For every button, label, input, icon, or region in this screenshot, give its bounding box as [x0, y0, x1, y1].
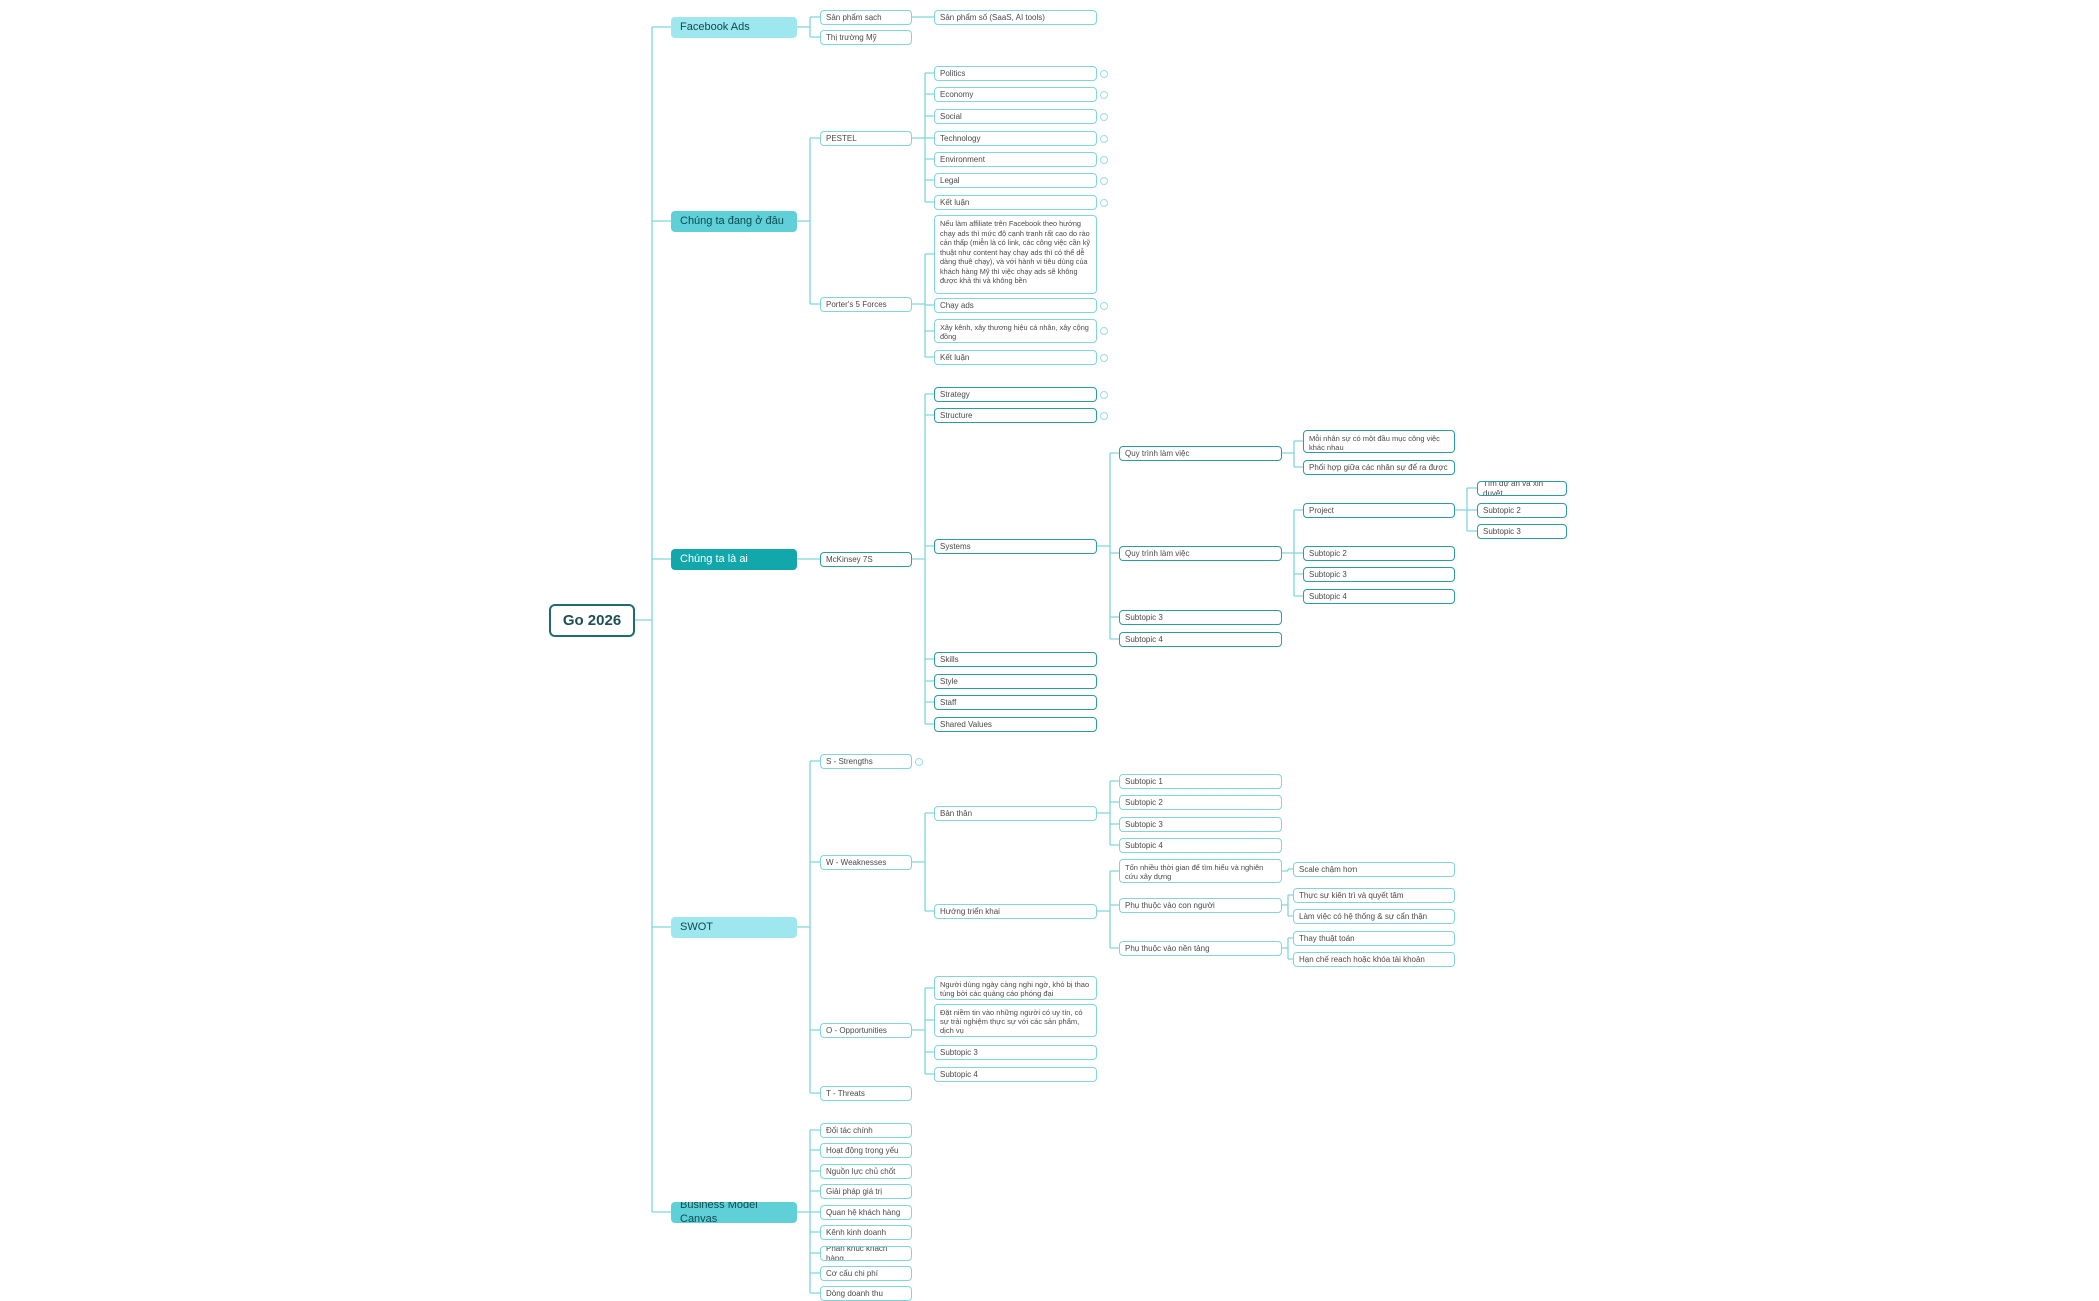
slower-scale[interactable]: Scale chậm hơn	[1293, 862, 1455, 877]
porters-build-brand[interactable]: Xây kênh, xây thương hiệu cá nhân, xây c…	[934, 319, 1097, 343]
pestel[interactable]: PESTEL	[820, 131, 912, 146]
collapse-toggle-icon[interactable]	[915, 758, 923, 766]
seven-s-strategy[interactable]: Strategy	[934, 387, 1097, 402]
systems-subtopic-3[interactable]: Subtopic 3	[1119, 610, 1282, 625]
topic-where-are-we[interactable]: Chúng ta đang ở đâu	[671, 211, 797, 232]
seven-s-shared-values[interactable]: Shared Values	[934, 717, 1097, 732]
collapse-toggle-icon[interactable]	[1100, 412, 1108, 420]
collapse-toggle-icon[interactable]	[1100, 199, 1108, 207]
topic-who-are-we[interactable]: Chúng ta là ai	[671, 549, 797, 570]
project-subtopic-2[interactable]: Subtopic 2	[1477, 503, 1567, 518]
bmc-channels[interactable]: Kênh kinh doanh	[820, 1225, 912, 1240]
opp-subtopic-4[interactable]: Subtopic 4	[934, 1067, 1097, 1082]
project-find-approve[interactable]: Tìm dự án và xin duyệt	[1477, 481, 1567, 496]
collapse-toggle-icon[interactable]	[1100, 113, 1108, 121]
systematic-work[interactable]: Làm việc có hệ thống & sự cẩn thận	[1293, 909, 1455, 924]
fb-us-market[interactable]: Thị trường Mỹ	[820, 30, 912, 45]
self-subtopic-2[interactable]: Subtopic 2	[1119, 795, 1282, 810]
mckinsey-7s[interactable]: McKinsey 7S	[820, 552, 912, 567]
pestel-social[interactable]: Social	[934, 109, 1097, 124]
seven-s-structure[interactable]: Structure	[934, 408, 1097, 423]
fb-digital-product[interactable]: Sản phẩm số (SaaS, AI tools)	[934, 10, 1097, 25]
collapse-toggle-icon[interactable]	[1100, 70, 1108, 78]
self-subtopic-1[interactable]: Subtopic 1	[1119, 774, 1282, 789]
collapse-toggle-icon[interactable]	[1100, 327, 1108, 335]
bmc-cost-structure[interactable]: Cơ cấu chi phí	[820, 1266, 912, 1281]
algorithm-change[interactable]: Thay thuật toán	[1293, 931, 1455, 946]
process2-subtopic-3[interactable]: Subtopic 3	[1303, 567, 1455, 582]
direction-depends-people[interactable]: Phụ thuộc vào con người	[1119, 898, 1282, 913]
process1-each-staff[interactable]: Mỗi nhân sự có một đầu mục công việc khá…	[1303, 430, 1455, 453]
porters-analysis-note[interactable]: Nếu làm affiliate trên Facebook theo hướ…	[934, 215, 1097, 294]
bmc-key-resources[interactable]: Nguồn lực chủ chốt	[820, 1164, 912, 1179]
systems-process-1[interactable]: Quy trình làm việc	[1119, 446, 1282, 461]
bmc-key-activities[interactable]: Hoạt động trọng yếu	[820, 1143, 912, 1158]
bmc-key-partners[interactable]: Đối tác chính	[820, 1123, 912, 1138]
seven-s-staff[interactable]: Staff	[934, 695, 1097, 710]
bmc-customer-segments[interactable]: Phân khúc khách hàng	[820, 1246, 912, 1261]
topic-swot[interactable]: SWOT	[671, 917, 797, 938]
collapse-toggle-icon[interactable]	[1100, 354, 1108, 362]
weak-self[interactable]: Bản thân	[934, 806, 1097, 821]
swot-weaknesses[interactable]: W - Weaknesses	[820, 855, 912, 870]
seven-s-skills[interactable]: Skills	[934, 652, 1097, 667]
process2-subtopic-2[interactable]: Subtopic 2	[1303, 546, 1455, 561]
systems-subtopic-4[interactable]: Subtopic 4	[1119, 632, 1282, 647]
self-subtopic-3[interactable]: Subtopic 3	[1119, 817, 1282, 832]
pestel-environment[interactable]: Environment	[934, 152, 1097, 167]
self-subtopic-4[interactable]: Subtopic 4	[1119, 838, 1282, 853]
direction-time-consuming[interactable]: Tốn nhiều thời gian để tìm hiểu và nghiê…	[1119, 859, 1282, 883]
bmc-revenue-streams[interactable]: Dòng doanh thu	[820, 1286, 912, 1301]
process2-project[interactable]: Project	[1303, 503, 1455, 518]
fb-clean-product[interactable]: Sản phẩm sạch	[820, 10, 912, 25]
opp-skeptical-users[interactable]: Người dùng ngày càng nghi ngờ, khó bị th…	[934, 976, 1097, 1000]
collapse-toggle-icon[interactable]	[1100, 391, 1108, 399]
seven-s-systems[interactable]: Systems	[934, 539, 1097, 554]
project-subtopic-3[interactable]: Subtopic 3	[1477, 524, 1567, 539]
root-topic[interactable]: Go 2026	[549, 604, 635, 637]
swot-strengths[interactable]: S - Strengths	[820, 754, 912, 769]
bmc-customer-relations[interactable]: Quan hệ khách hàng	[820, 1205, 912, 1220]
opp-subtopic-3[interactable]: Subtopic 3	[934, 1045, 1097, 1060]
systems-process-2[interactable]: Quy trình làm việc	[1119, 546, 1282, 561]
collapse-toggle-icon[interactable]	[1100, 302, 1108, 310]
persistence[interactable]: Thực sự kiên trì và quyết tâm	[1293, 888, 1455, 903]
porters-run-ads[interactable]: Chạy ads	[934, 298, 1097, 313]
pestel-politics[interactable]: Politics	[934, 66, 1097, 81]
swot-threats[interactable]: T - Threats	[820, 1086, 912, 1101]
opp-trust-experience[interactable]: Đặt niềm tin vào những người có uy tín, …	[934, 1004, 1097, 1037]
collapse-toggle-icon[interactable]	[1100, 91, 1108, 99]
bmc-value-proposition[interactable]: Giải pháp giá trị	[820, 1184, 912, 1199]
reach-limit[interactable]: Hạn chế reach hoặc khóa tài khoản	[1293, 952, 1455, 967]
direction-depends-platform[interactable]: Phụ thuộc vào nền tảng	[1119, 941, 1282, 956]
porters-five-forces[interactable]: Porter's 5 Forces	[820, 297, 912, 312]
collapse-toggle-icon[interactable]	[1100, 156, 1108, 164]
pestel-economy[interactable]: Economy	[934, 87, 1097, 102]
weak-direction[interactable]: Hướng triển khai	[934, 904, 1097, 919]
pestel-legal[interactable]: Legal	[934, 173, 1097, 188]
pestel-conclusion[interactable]: Kết luận	[934, 195, 1097, 210]
process1-coordinate[interactable]: Phối hợp giữa các nhân sự để ra được	[1303, 460, 1455, 475]
process2-subtopic-4[interactable]: Subtopic 4	[1303, 589, 1455, 604]
collapse-toggle-icon[interactable]	[1100, 177, 1108, 185]
seven-s-style[interactable]: Style	[934, 674, 1097, 689]
collapse-toggle-icon[interactable]	[1100, 135, 1108, 143]
pestel-technology[interactable]: Technology	[934, 131, 1097, 146]
porters-conclusion[interactable]: Kết luận	[934, 350, 1097, 365]
swot-opportunities[interactable]: O - Opportunities	[820, 1023, 912, 1038]
topic-facebook-ads[interactable]: Facebook Ads	[671, 17, 797, 38]
topic-business-model-canvas[interactable]: Business Model Canvas	[671, 1202, 797, 1223]
